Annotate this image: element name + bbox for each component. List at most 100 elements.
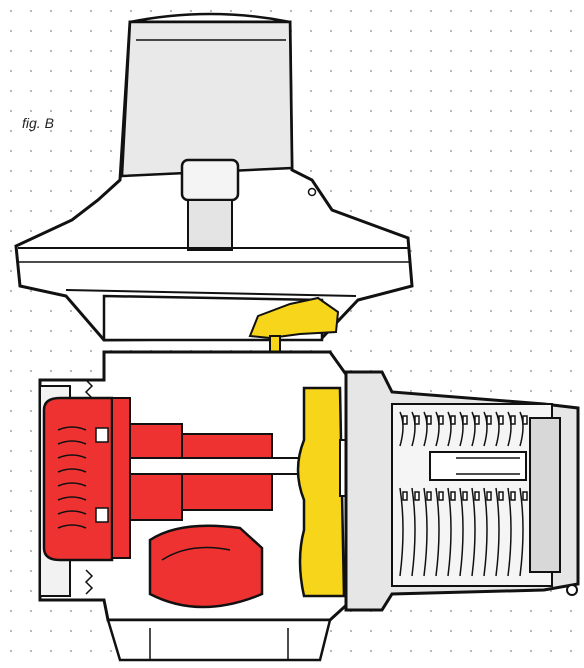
grid-dot (550, 230, 552, 232)
grid-dot (550, 50, 552, 52)
grid-dot (530, 10, 532, 12)
grid-dot (550, 350, 552, 352)
grid-dot (570, 230, 572, 232)
grid-dot (550, 10, 552, 12)
grid-dot (570, 350, 572, 352)
grid-dot (510, 610, 512, 612)
grid-dot (10, 390, 12, 392)
spring-housing (344, 370, 580, 612)
grid-dot (30, 210, 32, 212)
grid-dot (310, 90, 312, 92)
grid-dot (390, 10, 392, 12)
grid-dot (490, 310, 492, 312)
grid-dot (210, 10, 212, 12)
grid-dot (450, 650, 452, 652)
grid-dot (310, 150, 312, 152)
grid-dot (450, 130, 452, 132)
grid-dot (350, 50, 352, 52)
grid-dot (450, 290, 452, 292)
grid-dot (10, 270, 12, 272)
grid-dot (570, 270, 572, 272)
grid-dot (50, 170, 52, 172)
grid-dot (50, 10, 52, 12)
grid-dot (10, 110, 12, 112)
grid-dot (450, 150, 452, 152)
grid-dot (430, 10, 432, 12)
grid-dot (50, 610, 52, 612)
grid-dot (550, 90, 552, 92)
grid-dot (330, 90, 332, 92)
grid-dot (510, 630, 512, 632)
grid-dot (570, 210, 572, 212)
grid-dot (450, 390, 452, 392)
grid-dot (90, 190, 92, 192)
grid-dot (530, 190, 532, 192)
grid-dot (470, 650, 472, 652)
grid-dot (150, 10, 152, 12)
spring-coil-gap (450, 491, 456, 501)
grid-dot (90, 610, 92, 612)
grid-dot (350, 630, 352, 632)
grid-dot (30, 530, 32, 532)
grid-dot (70, 30, 72, 32)
spring-coil-gap (522, 415, 528, 425)
grid-dot (370, 170, 372, 172)
grid-dot (510, 350, 512, 352)
grid-dot (470, 170, 472, 172)
grid-dot (90, 50, 92, 52)
grid-dot (510, 370, 512, 372)
grid-dot (250, 10, 252, 12)
grid-dot (530, 170, 532, 172)
spring-coil-gap (462, 491, 468, 501)
grid-dot (490, 630, 492, 632)
grid-dot (470, 610, 472, 612)
grid-dot (330, 130, 332, 132)
grid-dot (30, 10, 32, 12)
grid-dot (510, 70, 512, 72)
grid-dot (470, 390, 472, 392)
grid-dot (430, 170, 432, 172)
grid-dot (410, 50, 412, 52)
grid-dot (490, 230, 492, 232)
grid-dot (450, 350, 452, 352)
grid-dot (490, 250, 492, 252)
grid-dot (350, 90, 352, 92)
grid-dot (30, 230, 32, 232)
grid-dot (530, 330, 532, 332)
grid-dot (330, 70, 332, 72)
grid-dot (430, 110, 432, 112)
grid-dot (410, 170, 412, 172)
grid-dot (530, 110, 532, 112)
grid-dot (10, 450, 12, 452)
grid-dot (490, 170, 492, 172)
grid-dot (470, 270, 472, 272)
grid-dot (310, 10, 312, 12)
grid-dot (570, 90, 572, 92)
grid-dot (350, 110, 352, 112)
grid-dot (570, 630, 572, 632)
grid-dot (490, 270, 492, 272)
spring-coil-gap (474, 491, 480, 501)
grid-dot (430, 610, 432, 612)
grid-dot (530, 370, 532, 372)
grid-dot (290, 10, 292, 12)
grid-dot (350, 350, 352, 352)
spring-coil (471, 487, 476, 577)
grid-dot (530, 290, 532, 292)
grid-dot (330, 150, 332, 152)
grid-dot (470, 90, 472, 92)
grid-dot (410, 150, 412, 152)
spring-coil-gap (510, 415, 516, 425)
grid-dot (490, 10, 492, 12)
grid-dot (470, 130, 472, 132)
grid-dot (450, 230, 452, 232)
grid-dot (450, 630, 452, 632)
grid-dot (570, 110, 572, 112)
grid-dot (70, 210, 72, 212)
grid-dot (410, 210, 412, 212)
grid-dot (430, 370, 432, 372)
grid-dot (390, 70, 392, 72)
grid-dot (310, 30, 312, 32)
grid-dot (310, 110, 312, 112)
